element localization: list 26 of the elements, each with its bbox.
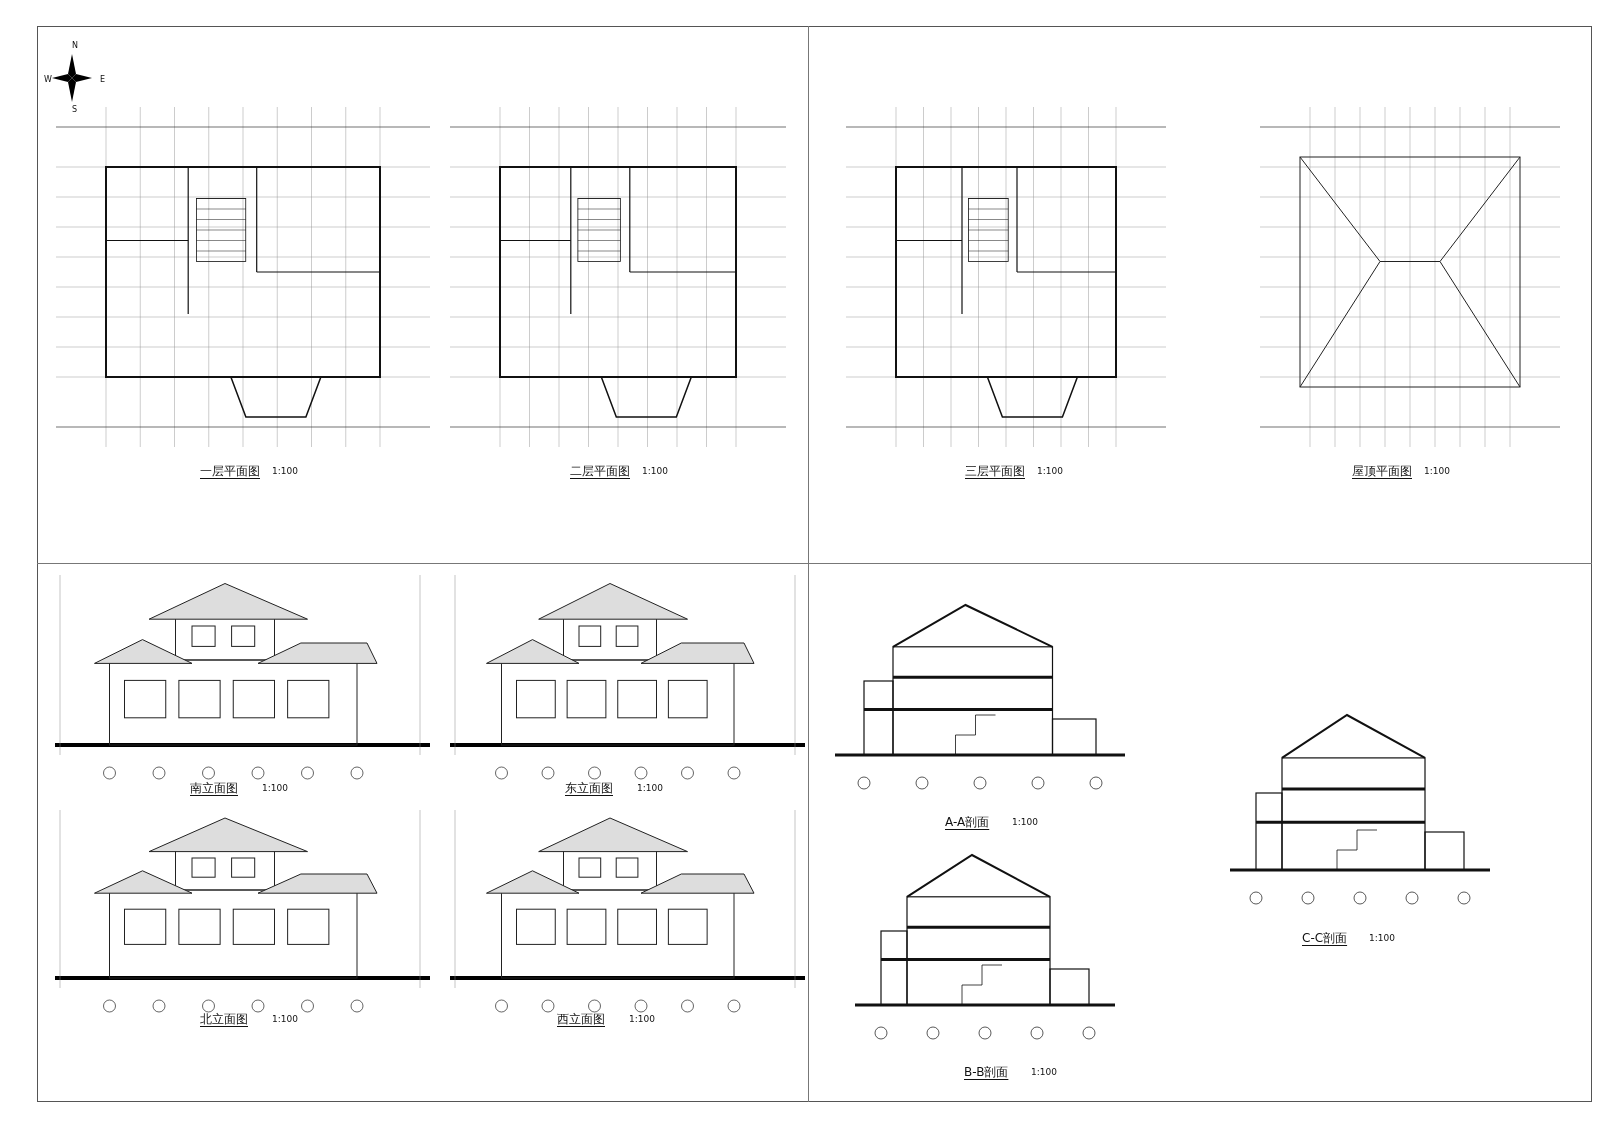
drawing-title: 三层平面图 <box>965 465 1025 477</box>
drawing-title: 二层平面图 <box>570 465 630 477</box>
scale-text: 1:100 <box>1369 934 1395 943</box>
scale-text: 1:100 <box>272 467 298 476</box>
scale-text: 1:100 <box>637 784 663 793</box>
drawing-title: 屋顶平面图 <box>1352 465 1412 477</box>
scale-text: 1:100 <box>1037 467 1063 476</box>
scale-text: 1:100 <box>262 784 288 793</box>
drawing-title: 一层平面图 <box>200 465 260 477</box>
drawing-title: 南立面图 <box>190 782 238 794</box>
drawing-title: C-C剖面 <box>1302 932 1348 944</box>
scale-text: 1:100 <box>1031 1068 1057 1077</box>
compass-letter: S <box>72 106 78 114</box>
compass-letter: W <box>44 76 52 84</box>
scale-text: 1:100 <box>272 1015 298 1024</box>
scale-text: 1:100 <box>642 467 668 476</box>
drawing-title: A-A剖面 <box>945 816 990 828</box>
drawing-title: 西立面图 <box>557 1013 605 1025</box>
compass-letter: N <box>72 42 78 50</box>
drawing-title: B-B剖面 <box>964 1066 1009 1078</box>
compass-letter: E <box>100 76 106 84</box>
scale-text: 1:100 <box>629 1015 655 1024</box>
drawing-title: 北立面图 <box>200 1013 248 1025</box>
scale-text: 1:100 <box>1012 818 1038 827</box>
scale-text: 1:100 <box>1424 467 1450 476</box>
drawing-title: 东立面图 <box>565 782 613 794</box>
